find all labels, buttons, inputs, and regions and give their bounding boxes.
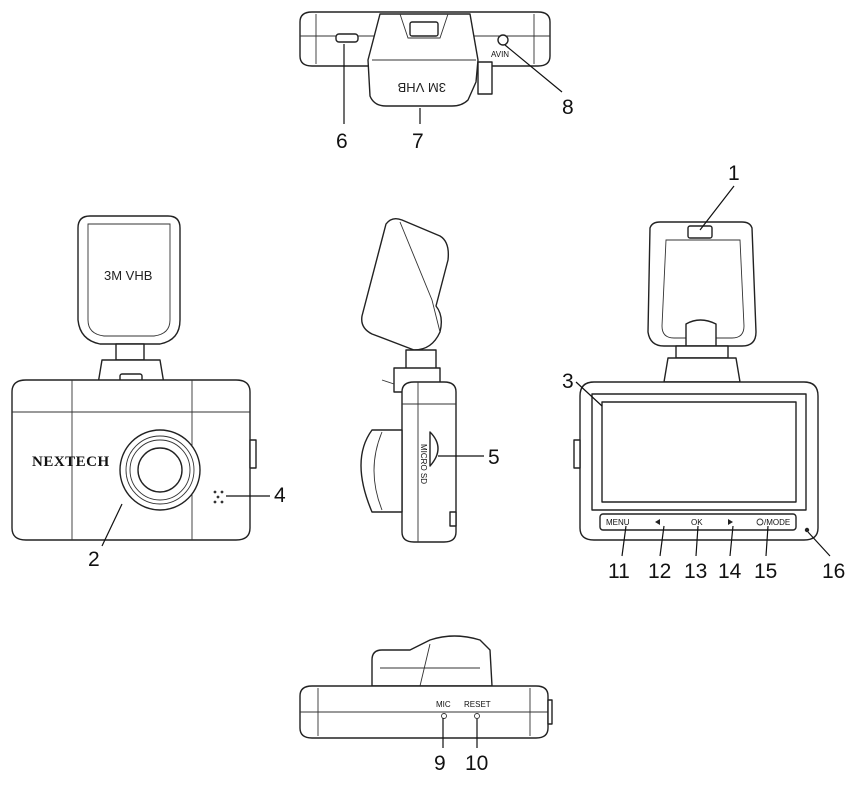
callout-numbers: 1 2 3 4 5 6 7 8 9 10 11 12 13 14 15 16 — [88, 96, 845, 775]
callout-12: 12 — [648, 560, 671, 583]
callout-15: 15 — [754, 560, 777, 583]
callout-9: 9 — [434, 752, 446, 775]
callout-13: 13 — [684, 560, 707, 583]
microsd-label: MICRO SD — [419, 444, 428, 484]
menu-button[interactable]: MENU — [606, 518, 630, 527]
ok-button[interactable]: OK — [691, 518, 703, 527]
top-view: AVIN 3M VHB — [299, 11, 551, 107]
power-icon — [756, 518, 764, 526]
adhesive-pad — [77, 215, 181, 345]
bottom-mount — [371, 635, 493, 687]
side-lens — [360, 429, 403, 513]
callout-8: 8 — [562, 96, 574, 119]
right-arrow-icon[interactable] — [728, 519, 733, 525]
avin-label: AVIN — [491, 50, 509, 59]
back-view: MENU OK /MODE — [573, 221, 819, 541]
callout-14: 14 — [718, 560, 742, 583]
callout-2: 2 — [88, 548, 100, 571]
tape-label-front: 3M VHB — [104, 268, 152, 283]
callout-4: 4 — [274, 484, 286, 507]
callout-6: 6 — [336, 130, 348, 153]
left-arrow-icon[interactable] — [655, 519, 660, 525]
front-view: 3M VHB NEXTECH — [11, 215, 257, 541]
mode-button[interactable]: /MODE — [764, 518, 790, 527]
lens — [137, 447, 183, 493]
tape-label-top: 3M VHB — [398, 80, 446, 95]
mic-label: MIC — [436, 700, 451, 709]
microphone — [441, 713, 447, 719]
callout-1: 1 — [728, 162, 740, 185]
callout-7: 7 — [412, 130, 424, 153]
usb-port — [335, 33, 359, 43]
back-mount — [647, 221, 757, 347]
side-mount — [361, 217, 450, 351]
microsd-slot — [429, 431, 439, 467]
side-view: MICRO SD — [360, 217, 457, 543]
reset-button[interactable] — [474, 713, 480, 719]
callout-11: 11 — [608, 560, 630, 583]
lcd-screen — [601, 401, 797, 503]
avin-jack — [497, 34, 509, 46]
callout-3: 3 — [562, 370, 574, 393]
speaker-icon — [213, 490, 224, 504]
callout-16: 16 — [822, 560, 845, 583]
callout-5: 5 — [488, 446, 500, 469]
brand-logo: NEXTECH — [32, 454, 110, 470]
indicator-led — [804, 527, 810, 533]
reset-label: RESET — [464, 700, 491, 709]
bottom-view: MIC RESET — [299, 635, 553, 739]
camera-body-side — [401, 381, 457, 543]
leader-lines — [101, 44, 831, 748]
callout-10: 10 — [465, 752, 488, 775]
